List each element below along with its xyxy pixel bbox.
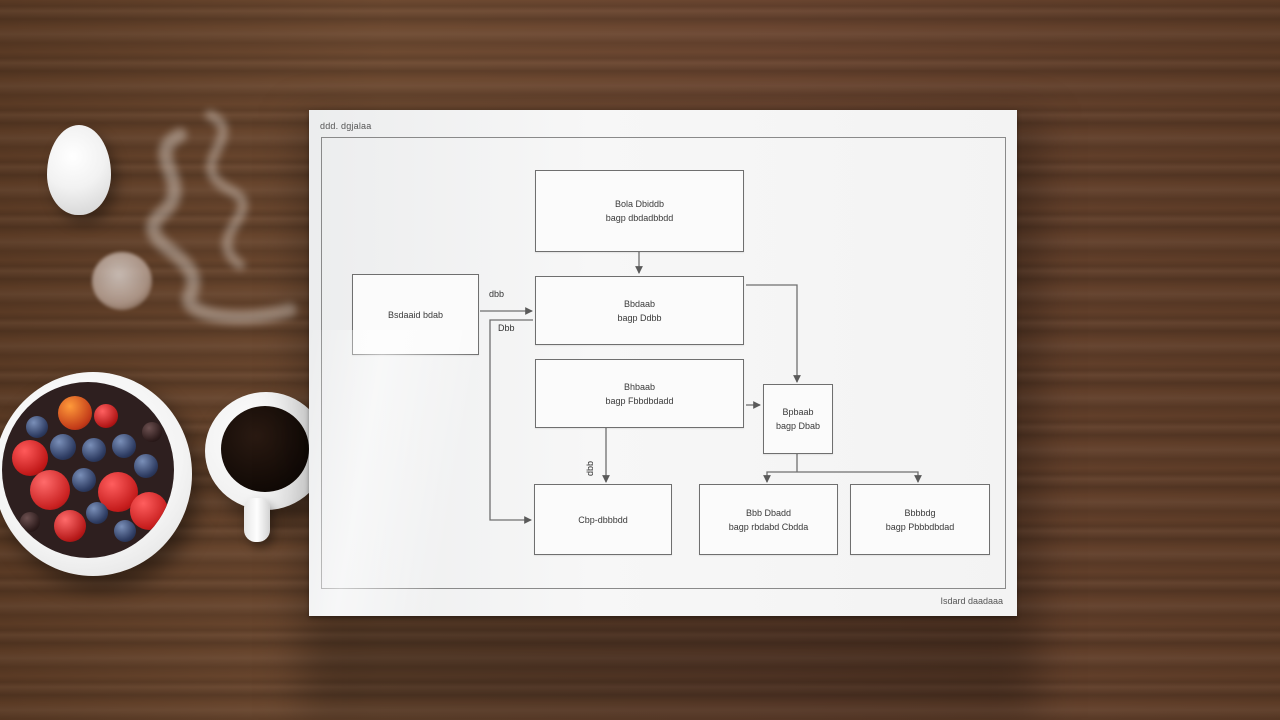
edge-label-left-bottom: Dbb bbox=[498, 323, 515, 333]
berry-bowl bbox=[0, 372, 192, 576]
node-left-title: Bsdaaid bdab bbox=[387, 309, 444, 320]
cup-handle bbox=[244, 498, 270, 542]
steam-wisp bbox=[146, 110, 297, 325]
node-left: Bsdaaid bdab bbox=[352, 274, 479, 355]
node-right-subtitle: bagp Dbab bbox=[775, 421, 821, 431]
egg bbox=[47, 125, 111, 215]
edge-label-vertical: dbb bbox=[585, 460, 595, 476]
node-bottom-left-title: Cbp-dbbbdd bbox=[578, 514, 628, 525]
node-bottom-right-subtitle: bagp Pbbbdbdad bbox=[885, 521, 955, 532]
node-middle-title: Bbdaab bbox=[623, 298, 656, 309]
node-middle-subtitle: bagp Ddbb bbox=[617, 312, 662, 323]
node-bottom-right: Bbbbdg bagp Pbbbdbdad bbox=[850, 484, 990, 555]
node-top-subtitle: bagp dbdadbbdd bbox=[605, 213, 674, 223]
sheet-header: ddd. dgjalaa bbox=[320, 121, 372, 131]
coffee-cup bbox=[205, 392, 327, 510]
node-bottom-mid-subtitle: bagp rbdabd Cbdda bbox=[728, 521, 809, 532]
edge-label-left-top: dbb bbox=[489, 289, 505, 299]
node-middle: Bbdaab bagp Ddbb bbox=[535, 276, 744, 345]
node-bottom-mid-title: Bbb Dbadd bbox=[745, 507, 792, 518]
node-center: Bhbaab bagp Fbbdbdadd bbox=[535, 359, 744, 428]
egg-blurred bbox=[92, 252, 152, 310]
node-center-title: Bhbaab bbox=[623, 381, 656, 392]
node-center-subtitle: bagp Fbbdbdadd bbox=[605, 395, 674, 406]
node-bottom-left: Cbp-dbbbdd bbox=[534, 484, 672, 555]
berries bbox=[2, 382, 174, 558]
node-top-title: Bola Dbiddb bbox=[614, 199, 665, 209]
node-right-title: Bpbaab bbox=[782, 407, 814, 417]
node-right: Bpbaab bagp Dbab bbox=[763, 384, 833, 454]
node-bottom-mid: Bbb Dbadd bagp rbdabd Cbdda bbox=[699, 484, 838, 555]
node-top: Bola Dbiddb bagp dbdadbbdd bbox=[535, 170, 744, 252]
node-bottom-right-title: Bbbbdg bbox=[904, 507, 936, 518]
sheet-footer: Isdard daadaaa bbox=[940, 596, 1003, 606]
coffee bbox=[221, 406, 309, 492]
